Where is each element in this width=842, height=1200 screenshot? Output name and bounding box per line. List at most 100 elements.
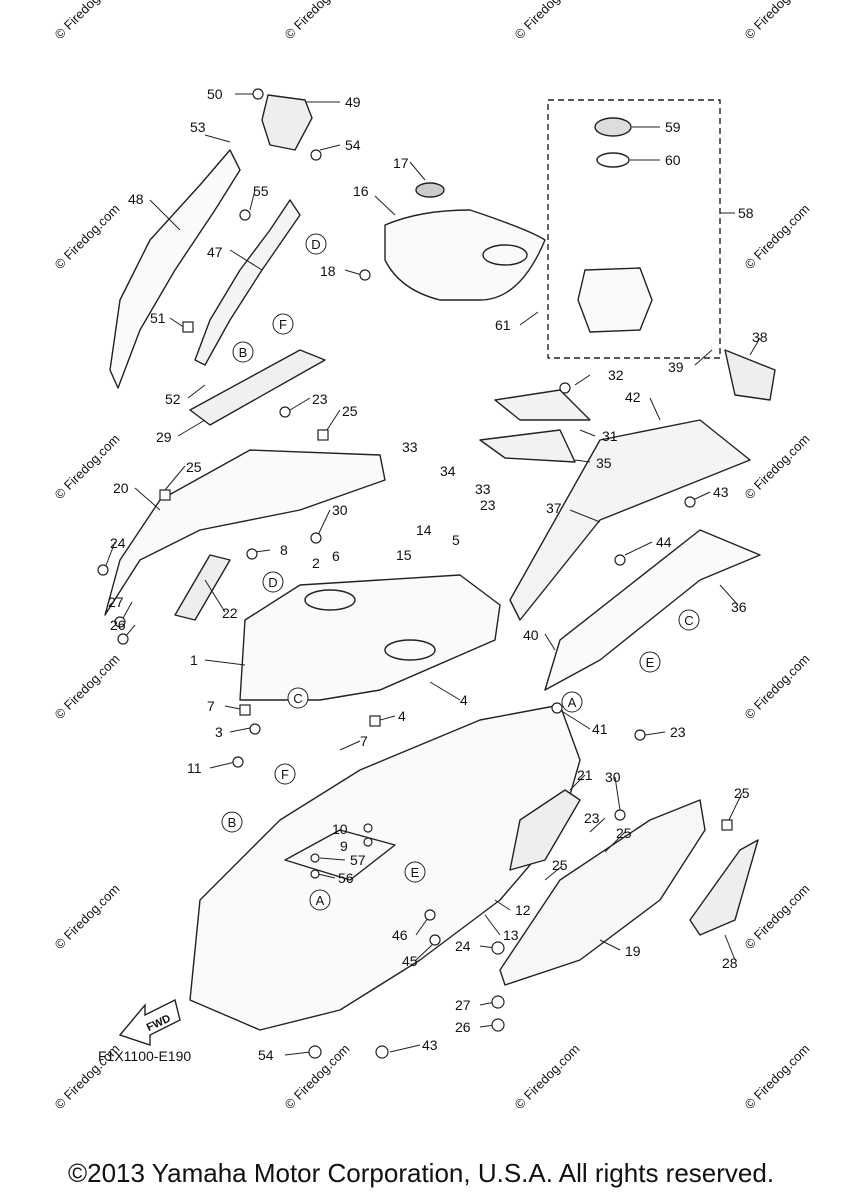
callout-10: 10 xyxy=(332,821,348,837)
callout-34: 34 xyxy=(440,463,456,479)
callout-55: 55 xyxy=(253,183,269,199)
watermark: © Firedog.com xyxy=(512,0,583,42)
ref-letter-B-hull: B xyxy=(228,815,237,830)
part-31-drawing xyxy=(494,389,591,421)
callout-48: 48 xyxy=(128,191,144,207)
leader-24a xyxy=(104,541,116,569)
callout-3: 3 xyxy=(215,724,223,740)
fastener-50 xyxy=(252,88,264,100)
fastener-41 xyxy=(551,702,563,714)
leader-16 xyxy=(374,195,396,216)
callout-43b: 43 xyxy=(422,1037,438,1053)
callout-30b: 30 xyxy=(605,769,621,785)
callout-58: 58 xyxy=(738,205,754,221)
callout-47: 47 xyxy=(207,244,223,260)
part-21-drawing xyxy=(509,789,581,871)
callout-30a: 30 xyxy=(332,502,348,518)
callout-52: 52 xyxy=(165,391,181,407)
watermark: © Firedog.com xyxy=(742,0,813,42)
callout-26b: 26 xyxy=(455,1019,471,1035)
watermark: © Firedog.com xyxy=(512,1041,583,1112)
part-42-drawing xyxy=(509,419,751,621)
callout-29: 29 xyxy=(156,429,172,445)
ref-letter-B-top: B xyxy=(239,345,248,360)
ref-letter-F-hull: F xyxy=(281,767,289,782)
fastener-8 xyxy=(246,548,258,560)
fastener-43b xyxy=(375,1045,389,1059)
part-drawings xyxy=(104,94,776,1031)
leader-12 xyxy=(494,899,511,911)
fastener-46 xyxy=(424,909,436,921)
callout-57: 57 xyxy=(350,852,366,868)
ref-circle-B-top xyxy=(232,341,254,363)
part-22-drawing xyxy=(174,554,231,621)
fastener-7a xyxy=(239,704,251,716)
callout-49: 49 xyxy=(345,94,361,110)
callout-18: 18 xyxy=(320,263,336,279)
fastener-11 xyxy=(232,756,244,768)
callout-44: 44 xyxy=(656,534,672,550)
callout-60: 60 xyxy=(665,152,681,168)
fastener-30b xyxy=(614,809,626,821)
fwd-arrow: FWD xyxy=(118,998,181,1046)
leader-8 xyxy=(254,549,271,553)
ref-letter-E-hull: E xyxy=(411,865,420,880)
ref-circle-F-hull xyxy=(274,763,296,785)
leader-18 xyxy=(344,269,363,276)
callout-46: 46 xyxy=(392,927,408,943)
leader-40 xyxy=(544,633,556,651)
callout-13: 13 xyxy=(503,927,519,943)
leader-61 xyxy=(519,311,539,326)
leader-21 xyxy=(569,774,586,791)
fastener-32 xyxy=(559,382,571,394)
fastener-3 xyxy=(249,723,261,735)
leader-36 xyxy=(719,584,739,606)
leader-1 xyxy=(204,659,246,666)
leader-25e xyxy=(544,865,563,881)
ref-circle-B-hull xyxy=(221,811,243,833)
callout-61: 61 xyxy=(495,317,511,333)
ref-letter-A-hull: A xyxy=(316,893,325,908)
callout-51: 51 xyxy=(150,310,166,326)
leader-47 xyxy=(229,249,263,271)
part-1-opening-right xyxy=(384,639,436,661)
leader-4b xyxy=(429,681,461,701)
ref-circle-A-hull xyxy=(309,889,331,911)
callout-31: 31 xyxy=(602,428,618,444)
leader-13 xyxy=(484,914,501,936)
callout-59: 59 xyxy=(665,119,681,135)
ref-circle-C-right xyxy=(678,609,700,631)
callout-25a: 25 xyxy=(342,403,358,419)
callout-41: 41 xyxy=(592,721,608,737)
watermark: © Firedog.com xyxy=(52,651,123,722)
ref-circle-E-right xyxy=(639,651,661,673)
watermark: © Firedog.com xyxy=(52,881,123,952)
leader-53 xyxy=(204,134,231,143)
part-58-box xyxy=(547,99,721,359)
part-callouts: 50 49 53 54 17 16 59 60 58 48 55 47 18 6… xyxy=(108,86,768,1063)
part-36-drawing xyxy=(544,529,761,691)
part-20-drawing xyxy=(104,449,386,616)
fastener-18 xyxy=(359,269,371,281)
leader-7b xyxy=(339,740,361,751)
part-29-drawing xyxy=(189,349,326,426)
part-17-drawing xyxy=(415,182,445,198)
watermark: © Firedog.com xyxy=(52,431,123,502)
callout-28: 28 xyxy=(722,955,738,971)
part-60-drawing xyxy=(596,152,630,168)
fastener-24b xyxy=(491,941,505,955)
callout-4a: 4 xyxy=(398,708,406,724)
fastener-56 xyxy=(310,869,320,879)
leader-35 xyxy=(574,459,591,463)
callout-6: 6 xyxy=(332,548,340,564)
leader-44 xyxy=(624,541,653,556)
callout-56: 56 xyxy=(338,870,354,886)
part-19-drawing xyxy=(499,799,706,986)
callout-24a: 24 xyxy=(110,535,126,551)
fastener-26a xyxy=(117,633,129,645)
part-28-drawing xyxy=(689,839,759,936)
callout-25c: 25 xyxy=(734,785,750,801)
callout-19: 19 xyxy=(625,943,641,959)
watermark: © Firedog.com xyxy=(52,0,123,42)
callout-32: 32 xyxy=(608,367,624,383)
